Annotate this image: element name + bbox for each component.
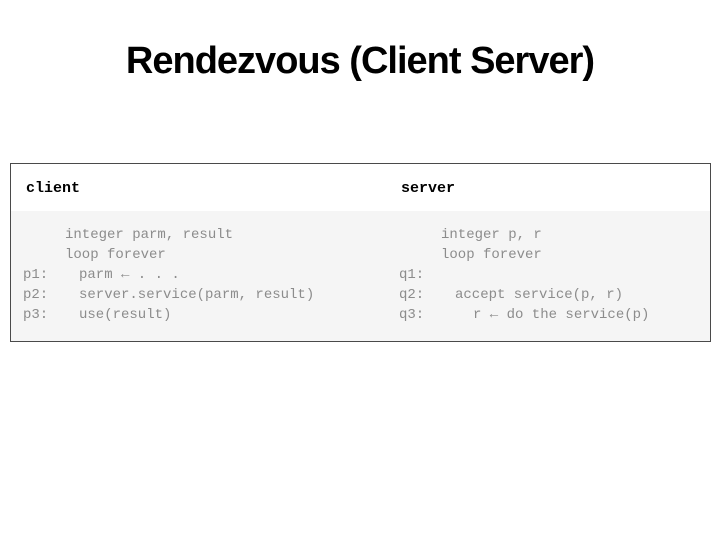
- line-code: loop forever: [441, 247, 542, 263]
- client-code-column: integer parm, result loop forever p1: pa…: [23, 227, 373, 327]
- server-code-line-3: q1:: [399, 267, 699, 287]
- line-code: integer p, r: [441, 227, 542, 243]
- line-code: accept service(p, r): [455, 287, 624, 303]
- code-figure: client server integer parm, result loop …: [10, 163, 711, 342]
- client-column-header: client: [26, 180, 81, 197]
- line-label: p3:: [23, 307, 49, 323]
- client-code-line-5: p3: use(result): [23, 307, 373, 327]
- line-label: p1:: [23, 267, 49, 283]
- server-code-column: integer p, r loop forever q1: q2: accept…: [399, 227, 699, 327]
- server-code-line-2: loop forever: [399, 247, 699, 267]
- server-column-header: server: [401, 180, 456, 197]
- line-code: r ← do the service(p): [473, 307, 650, 323]
- line-code: server.service(parm, result): [79, 287, 315, 303]
- line-label: q3:: [399, 307, 425, 323]
- server-code-line-4: q2: accept service(p, r): [399, 287, 699, 307]
- line-code: integer parm, result: [65, 227, 234, 243]
- figure-header-band: client server: [11, 164, 710, 211]
- line-code: use(result): [79, 307, 172, 323]
- server-code-line-5: q3: r ← do the service(p): [399, 307, 699, 327]
- figure-body: integer parm, result loop forever p1: pa…: [11, 211, 710, 341]
- client-code-line-1: integer parm, result: [23, 227, 373, 247]
- line-code: loop forever: [65, 247, 166, 263]
- client-code-line-2: loop forever: [23, 247, 373, 267]
- client-code-line-3: p1: parm ← . . .: [23, 267, 373, 287]
- server-code-line-1: integer p, r: [399, 227, 699, 247]
- line-label: q2:: [399, 287, 425, 303]
- slide-title: Rendezvous (Client Server): [125, 40, 595, 82]
- line-code: parm ← . . .: [79, 267, 180, 283]
- line-label: q1:: [399, 267, 425, 283]
- client-code-line-4: p2: server.service(parm, result): [23, 287, 373, 307]
- line-label: p2:: [23, 287, 49, 303]
